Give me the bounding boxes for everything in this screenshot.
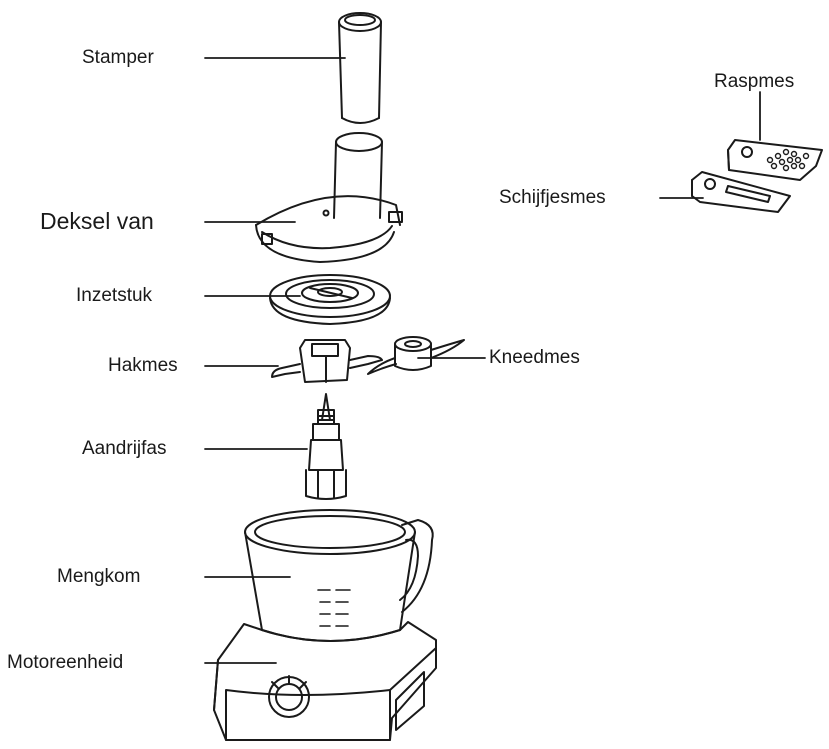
label-schijfjesmes: Schijfjesmes [499, 187, 606, 208]
slicing-disc-part [691, 171, 791, 213]
label-inzetstuk: Inzetstuk [76, 285, 153, 306]
motor-base-part [213, 621, 437, 741]
kneading-blade-part [367, 336, 465, 375]
chopping-blade-part [271, 339, 383, 383]
label-stamper: Stamper [82, 47, 154, 68]
disc-holder-part [269, 274, 391, 325]
label-kneedmes: Kneedmes [489, 347, 580, 368]
mixing-bowl-part [244, 509, 434, 642]
label-mengkom: Mengkom [57, 566, 141, 587]
lid-part [255, 132, 403, 263]
pusher-part [338, 12, 382, 124]
label-motoreenheid: Motoreenheid [7, 652, 124, 673]
leader-lines [204, 57, 761, 664]
label-deksel: Deksel van [40, 208, 154, 234]
label-raspmes: Raspmes [714, 71, 795, 92]
label-aandrijfas: Aandrijfas [82, 438, 167, 459]
measurement-marks [317, 589, 351, 627]
label-hakmes: Hakmes [108, 355, 178, 376]
grating-disc-part [727, 139, 823, 181]
drive-shaft-part [305, 393, 347, 500]
